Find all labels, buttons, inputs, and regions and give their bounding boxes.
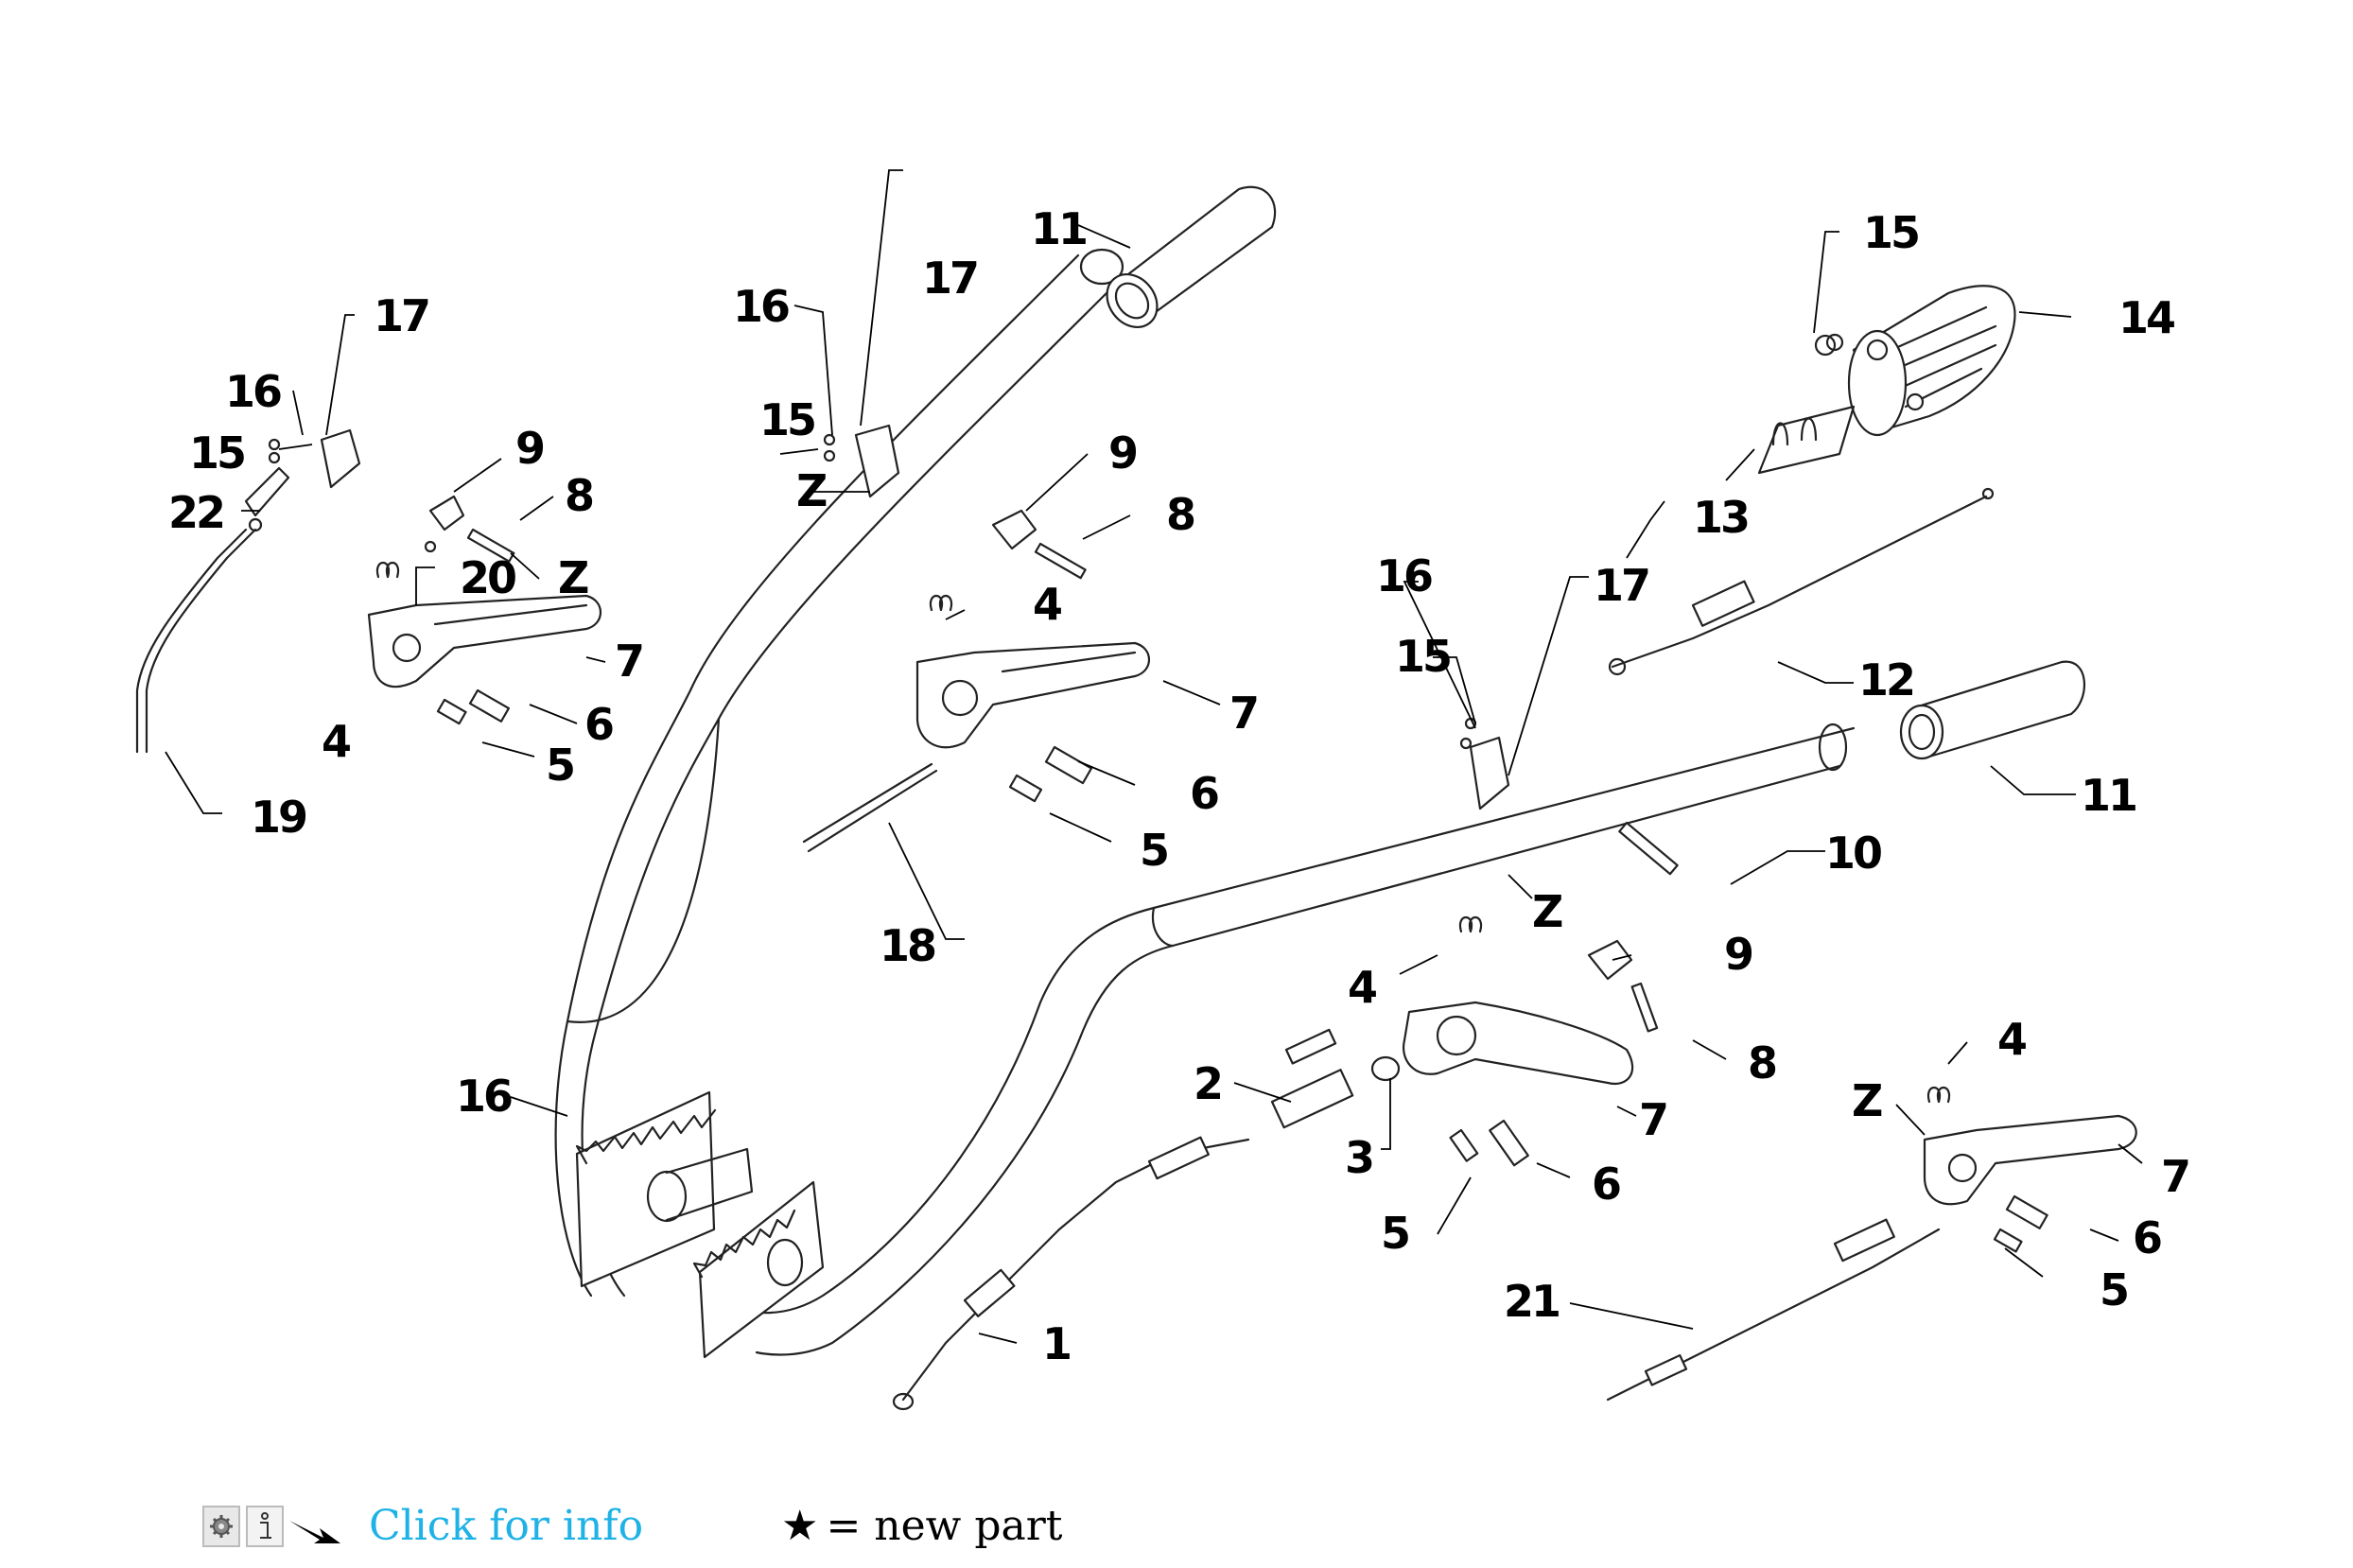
callout-13: 13 bbox=[1693, 492, 1748, 543]
callout-7-center: 7 bbox=[1229, 688, 1257, 739]
lever-7-center bbox=[915, 641, 1150, 749]
callout-11-right: 11 bbox=[2081, 770, 2135, 821]
callout-4-center: 4 bbox=[1033, 579, 1061, 630]
callout-15-right: 15 bbox=[1395, 631, 1450, 682]
grip-11-right bbox=[1899, 660, 2086, 760]
callout-4-far-right: 4 bbox=[1997, 1014, 2026, 1065]
cable-1 bbox=[892, 1136, 1250, 1411]
callout-9-center: 9 bbox=[1108, 427, 1137, 479]
callout-11-top: 11 bbox=[1031, 203, 1086, 254]
callout-15-top: 15 bbox=[1863, 207, 1918, 258]
star-icon: ★ bbox=[781, 1502, 819, 1550]
callout-20: 20 bbox=[460, 552, 515, 603]
callout-15-left: 15 bbox=[189, 427, 244, 479]
legend-text: = new part bbox=[826, 1502, 1063, 1550]
callout-16-left: 16 bbox=[225, 366, 281, 417]
callout-9-right: 9 bbox=[1724, 929, 1752, 980]
callout-7-bottom: 7 bbox=[1639, 1094, 1666, 1145]
clamp-17-left bbox=[320, 428, 361, 489]
clamp-9-left bbox=[428, 495, 465, 531]
callout-18: 18 bbox=[880, 920, 935, 971]
settings-button[interactable] bbox=[202, 1506, 240, 1547]
cable-18 bbox=[802, 762, 938, 853]
callout-4-left: 4 bbox=[322, 716, 350, 767]
clamp-9-right bbox=[1587, 939, 1633, 981]
callout-6-far-right: 6 bbox=[2133, 1212, 2161, 1263]
callout-3: 3 bbox=[1345, 1132, 1372, 1183]
callout-7-far-right: 7 bbox=[2161, 1151, 2188, 1202]
callout-4-right: 4 bbox=[1348, 962, 1376, 1013]
cable-21 bbox=[1606, 1218, 1941, 1402]
gear-rack-right bbox=[692, 1180, 825, 1359]
callout-5-far-right: 5 bbox=[2100, 1264, 2127, 1315]
callout-z-left: Z bbox=[558, 552, 588, 603]
pointer-arrow-icon bbox=[289, 1521, 340, 1543]
adjuster-2-3 bbox=[1270, 1055, 1401, 1129]
callout-17-right: 17 bbox=[1594, 560, 1648, 611]
callout-5-bottom: 5 bbox=[1381, 1208, 1408, 1259]
callout-z-right: Z bbox=[1532, 886, 1562, 937]
leader-lines bbox=[165, 169, 2143, 1344]
callout-16-main: 16 bbox=[456, 1071, 512, 1122]
callout-7-left: 7 bbox=[615, 636, 642, 687]
callout-8-center: 8 bbox=[1166, 489, 1194, 540]
lever-7-left bbox=[367, 594, 601, 688]
throttle-cable-12 bbox=[1608, 487, 1995, 676]
clamp-17-right bbox=[1469, 736, 1510, 810]
callout-labels: 11 17 16 17 16 15 15 14 9 9 15 8 8 22 Z … bbox=[168, 203, 2191, 1369]
callout-10: 10 bbox=[1825, 828, 1881, 879]
callout-16-right: 16 bbox=[1376, 550, 1432, 601]
throttle-grip-14 bbox=[1757, 285, 2016, 475]
callout-17-center: 17 bbox=[922, 253, 977, 304]
click-for-info-link[interactable]: Click for info bbox=[369, 1502, 644, 1550]
callout-17-left: 17 bbox=[374, 290, 428, 341]
callout-z-center: Z bbox=[796, 465, 827, 516]
callout-6-left: 6 bbox=[584, 699, 613, 750]
footer-bar: Click for info ★= new part bbox=[202, 1502, 1148, 1568]
clamp-9-center bbox=[991, 509, 1037, 550]
callout-z-far-right: Z bbox=[1852, 1075, 1882, 1126]
callout-22: 22 bbox=[168, 487, 223, 538]
callout-12: 12 bbox=[1858, 654, 1913, 706]
callout-5-left: 5 bbox=[546, 740, 573, 791]
lever-7-bottom bbox=[1402, 1001, 1634, 1086]
callout-1: 1 bbox=[1042, 1318, 1070, 1369]
info-icon bbox=[260, 1512, 271, 1539]
callout-5-center: 5 bbox=[1140, 825, 1167, 876]
gear-rack-left bbox=[575, 1090, 754, 1288]
callout-8-right: 8 bbox=[1748, 1037, 1776, 1089]
callout-19: 19 bbox=[251, 792, 306, 843]
callout-6-center: 6 bbox=[1190, 768, 1218, 819]
cable-19 bbox=[135, 517, 263, 754]
springs-4 bbox=[375, 561, 1951, 1104]
lever-7-right bbox=[1923, 1114, 2137, 1206]
bolts bbox=[268, 333, 2048, 1253]
callout-16-center: 16 bbox=[733, 281, 789, 332]
callout-9-left: 9 bbox=[515, 423, 544, 474]
new-part-legend: ★= new part bbox=[781, 1502, 1062, 1550]
info-button[interactable] bbox=[246, 1506, 284, 1547]
handlebar-tube-right bbox=[736, 723, 1856, 1356]
clamp-17-center bbox=[854, 424, 900, 498]
callout-21: 21 bbox=[1504, 1276, 1559, 1327]
callout-2: 2 bbox=[1194, 1058, 1221, 1109]
lever-22 bbox=[244, 466, 290, 517]
callout-8-left: 8 bbox=[565, 470, 593, 521]
callout-6-bottom: 6 bbox=[1592, 1159, 1620, 1210]
callout-14: 14 bbox=[2118, 292, 2174, 343]
gear-icon bbox=[210, 1515, 233, 1538]
grip-11-top bbox=[1106, 185, 1277, 328]
callout-15-center: 15 bbox=[759, 394, 814, 445]
